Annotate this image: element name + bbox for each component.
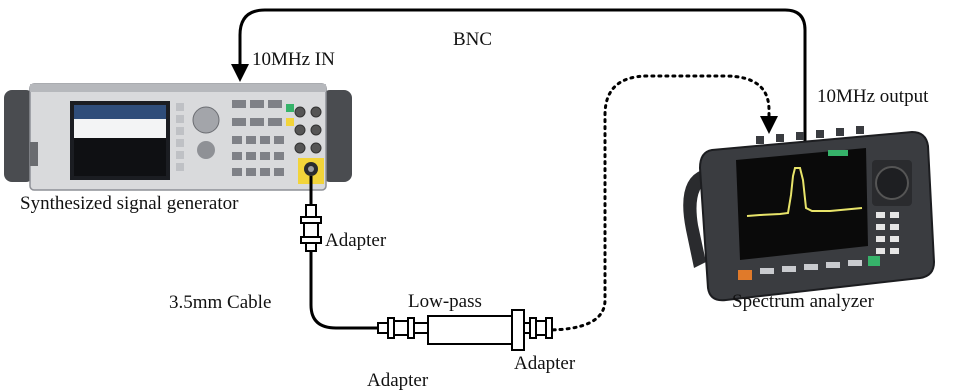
adapter-right-label: Adapter [514, 354, 575, 373]
adapter-top-label: Adapter [325, 231, 386, 250]
adapter-right [530, 318, 552, 338]
adapter-bottom-label: Adapter [367, 371, 428, 390]
ref-out-label: 10MHz output [817, 87, 928, 106]
bnc-label: BNC [453, 30, 492, 49]
adapter-top [301, 205, 321, 251]
cable-label: 3.5mm Cable [169, 293, 271, 312]
synthesized-signal-generator [4, 84, 352, 190]
rf-cable [311, 176, 378, 328]
ref-in-label: 10MHz IN [252, 50, 335, 69]
spectrum-analyzer [683, 126, 934, 300]
generator-label: Synthesized signal generator [20, 194, 238, 213]
lowpass-label: Low-pass [408, 292, 482, 311]
low-pass-filter [428, 310, 530, 350]
adapter-bottom [378, 318, 428, 338]
analyzer-label: Spectrum analyzer [732, 292, 874, 311]
